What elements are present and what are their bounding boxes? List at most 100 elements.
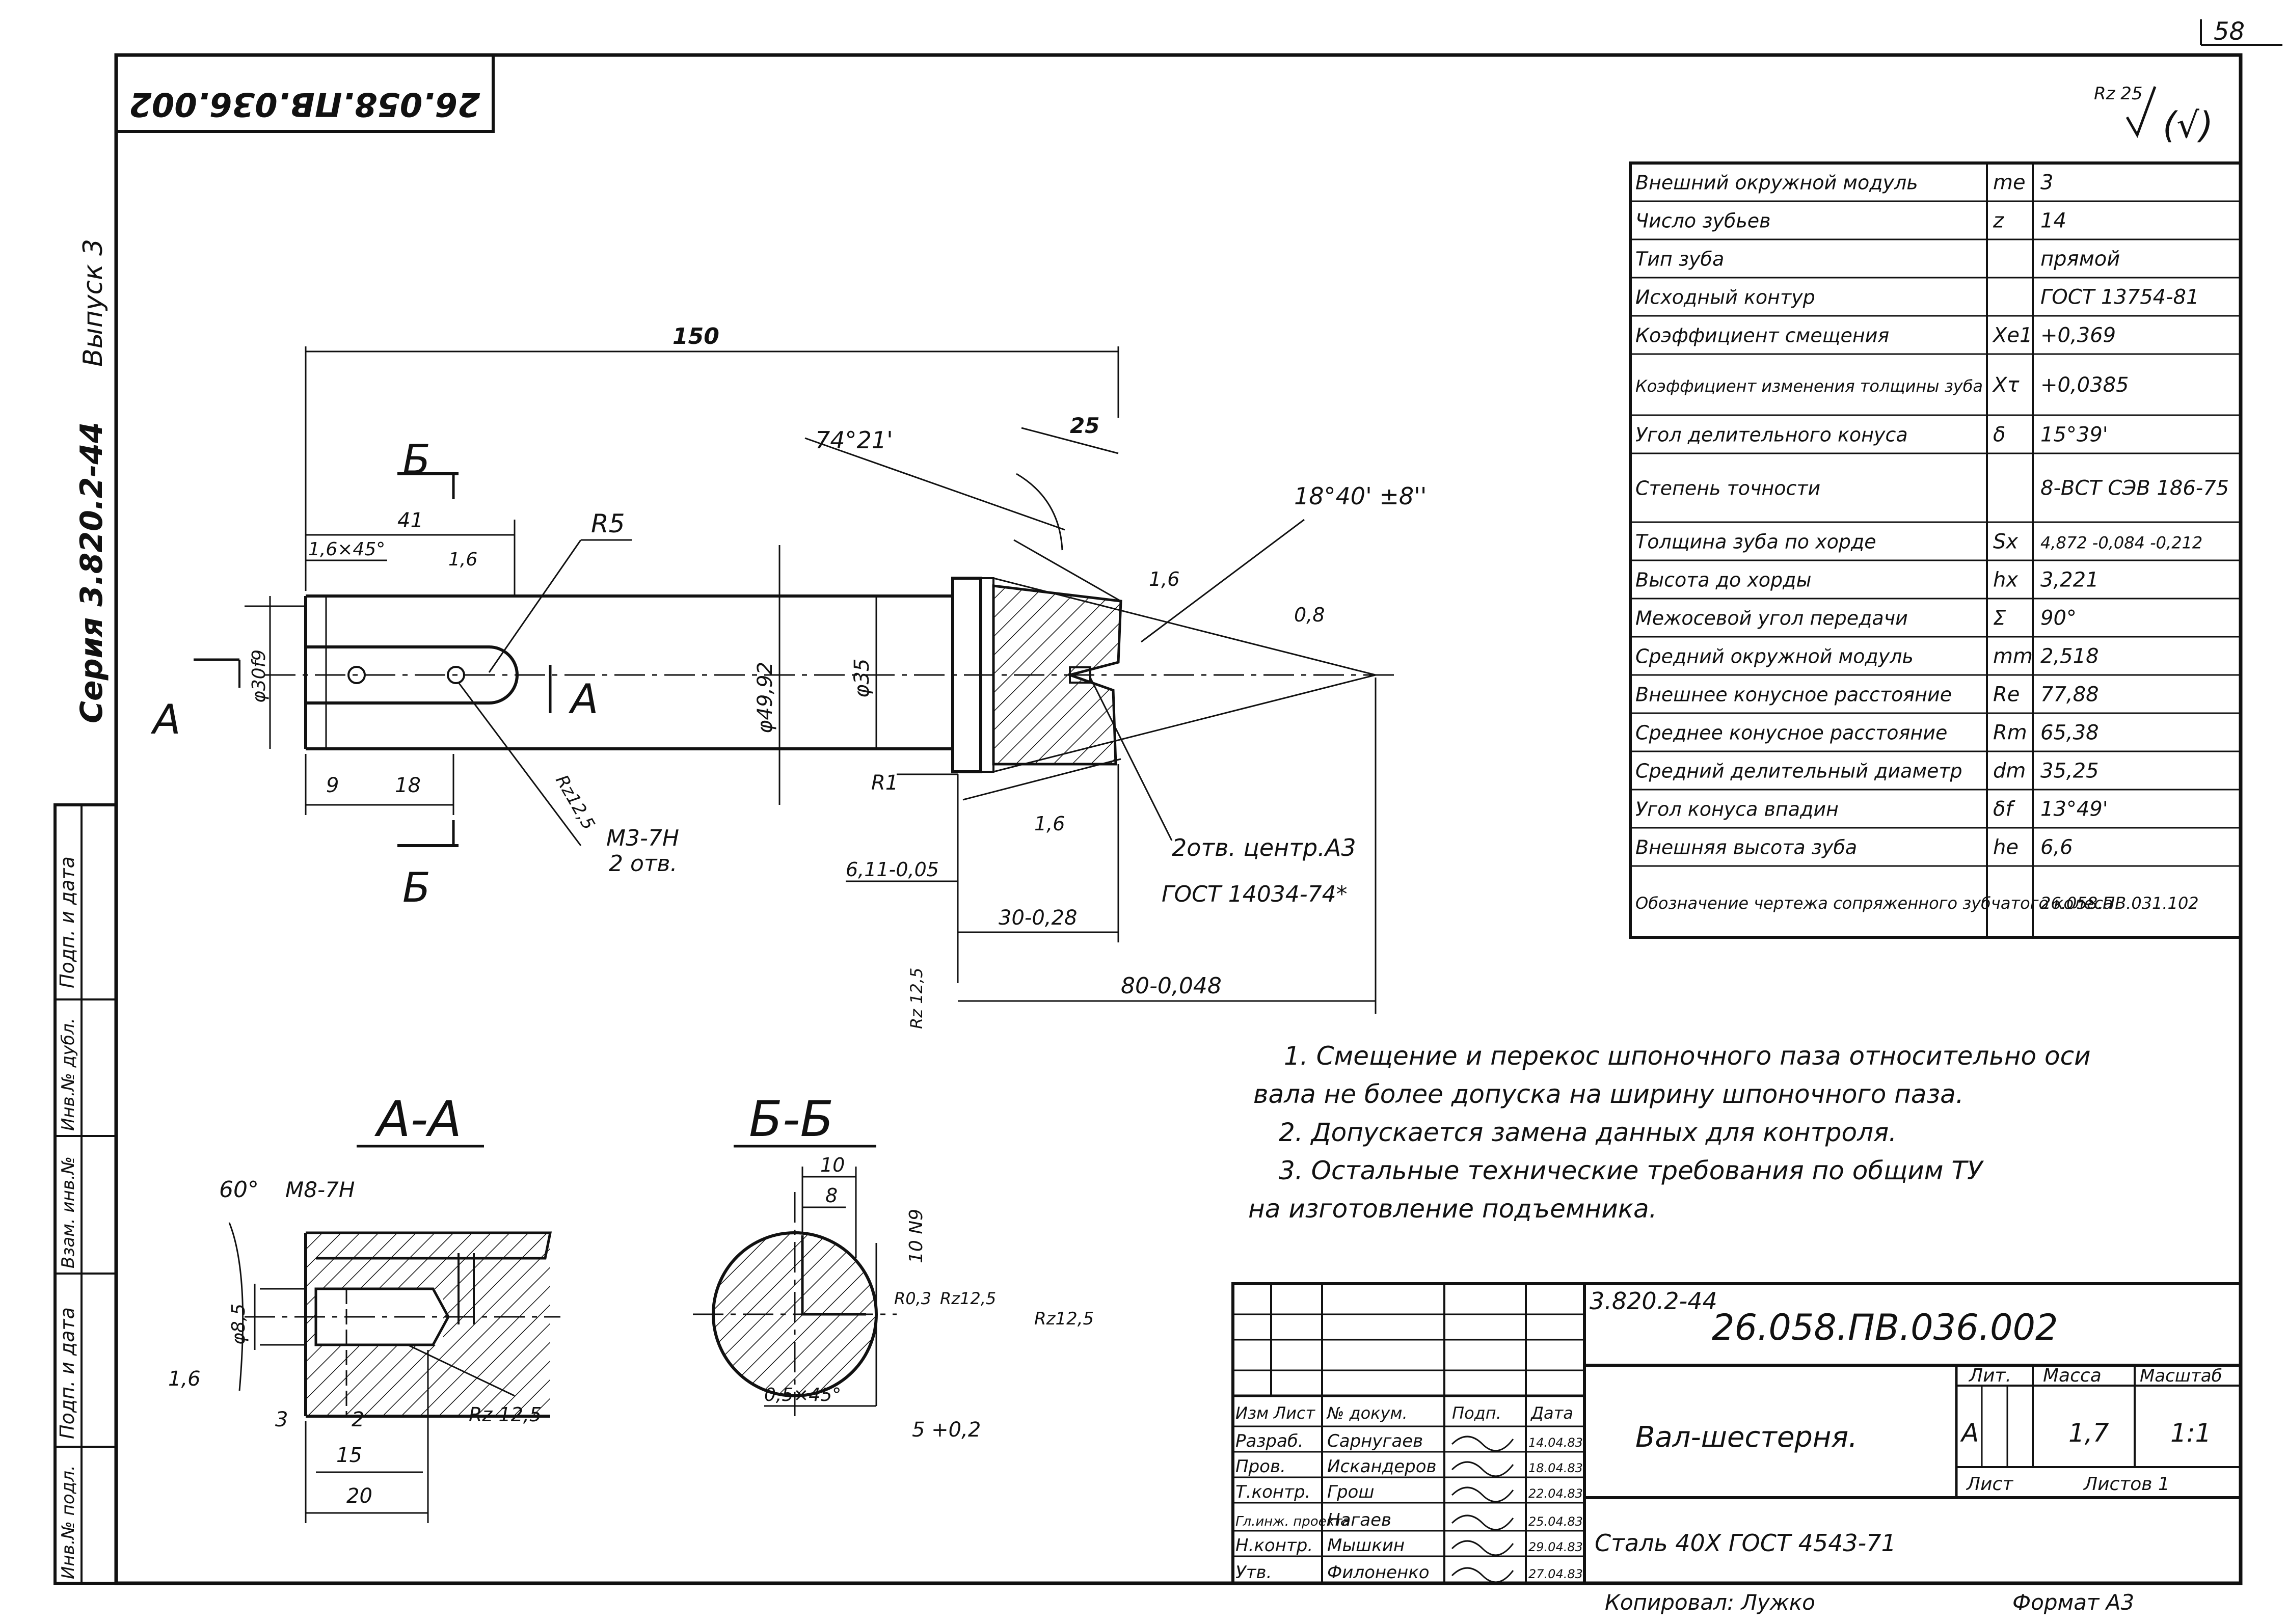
param-row: Внешняя высота зуба he 6,6 [1635, 836, 2073, 859]
note-line-3: 2. Допускается замена данных для контрол… [1279, 1118, 1897, 1147]
param-name: Среднее конусное расстояние [1635, 722, 1947, 744]
param-row: Обозначение чертежа сопряженного зубчато… [1635, 894, 2199, 913]
series-side-label: Серия 3.820.2-44 [74, 422, 110, 723]
param-name: Обозначение чертежа сопряженного зубчато… [1635, 894, 2113, 913]
tb-scale: 1:1 [2170, 1418, 2211, 1448]
param-value: 35,25 [2040, 760, 2099, 783]
thread-m3: М3-7Н [606, 825, 679, 851]
param-value: 14 [2040, 209, 2066, 233]
param-value: 26.058.ПВ.031.102 [2040, 894, 2199, 913]
tb-date: 27.04.83 [1528, 1567, 1583, 1581]
param-value: +0,369 [2040, 324, 2116, 347]
aa-rz: Rz 12,5 [469, 1403, 542, 1426]
param-symbol: Re [1993, 683, 2020, 707]
rough-0-8: 0,8 [1294, 604, 1325, 626]
tb-date: 22.04.83 [1528, 1486, 1583, 1501]
issue-side-label: Выпуск 3 [78, 239, 109, 367]
param-name: Средний окружной модуль [1635, 645, 1914, 668]
param-symbol: hx [1993, 569, 2018, 592]
dim-25: 25 [1070, 413, 1099, 438]
bb-dim-10: 10 [820, 1154, 845, 1176]
param-name: Внешняя высота зуба [1635, 836, 1857, 859]
signature-scribble [1451, 1540, 1514, 1556]
rough-1-6-b: 1,6 [1149, 568, 1179, 590]
signature-scribble [1451, 1514, 1514, 1531]
general-roughness-value: Rz 25 [2094, 84, 2143, 104]
signature-scribble [1451, 1461, 1514, 1477]
param-row: Средний окружной модуль mm 2,518 [1635, 645, 2099, 668]
param-name: Внешнее конусное расстояние [1635, 684, 1952, 706]
bb-dim-8: 8 [825, 1184, 838, 1207]
section-aa-view [245, 1231, 560, 1418]
tb-person: Грош [1327, 1482, 1374, 1502]
param-symbol: he [1993, 836, 2019, 859]
param-symbol: mm [1993, 645, 2033, 668]
tb-person: Сарнугаев [1327, 1431, 1423, 1451]
aa-dim-15: 15 [336, 1444, 362, 1467]
tb-role: Т.контр. [1235, 1482, 1310, 1502]
main-dimensions [194, 346, 1377, 1014]
bb-dim-10n9: 10 N9 [906, 1209, 927, 1263]
tb-hdr-sign: Подп. [1452, 1403, 1501, 1423]
bb-rz125-b: Rz12,5 [1034, 1309, 1094, 1329]
aa-angle-60: 60° [219, 1177, 259, 1203]
tb-person: Искандеров [1327, 1456, 1437, 1477]
dim-angle-7421: 74°21' [815, 426, 893, 454]
rough-rz125-b: Rz 12,5 [907, 968, 926, 1029]
param-value: 2,518 [2040, 645, 2099, 668]
note-line-1: 1. Смещение и перекос шпоночного паза от… [1284, 1041, 2091, 1071]
margin-orig-inv: Инв.№ подл. [58, 1465, 78, 1579]
margin-dup-inv: Инв.№ дубл. [58, 1018, 78, 1131]
designation-stamp: 26.058.ПВ.036.002 [129, 85, 480, 123]
param-symbol: dm [1993, 760, 2026, 783]
tb-role: Гл.инж. проекта [1235, 1514, 1350, 1529]
tb-material: Сталь 40Х ГОСТ 4543-71 [1595, 1529, 1896, 1557]
param-value: 3 [2040, 171, 2053, 195]
tb-sheet: Лист [1966, 1474, 2013, 1495]
section-mark-b-top: Б [402, 436, 431, 483]
param-symbol: Sx [1993, 530, 2018, 554]
bb-chamfer: 0,5×45° [764, 1385, 841, 1405]
param-value: 90° [2040, 607, 2077, 630]
dim-30: 30-0,28 [999, 906, 1077, 930]
margin-sign-date-1: Подп. и дата [56, 856, 78, 988]
section-aa-title: А-А [374, 1091, 462, 1148]
tb-designation: 26.058.ПВ.036.002 [1712, 1307, 2058, 1348]
param-value: 13°49' [2040, 798, 2108, 821]
section-mark-b-bottom: Б [402, 864, 431, 911]
param-value: 6,6 [2040, 836, 2073, 859]
param-value: ГОСТ 13754-81 [2040, 286, 2199, 309]
param-name: Тип зуба [1635, 248, 1724, 270]
param-value: 65,38 [2040, 721, 2099, 745]
param-name: Коэффициент изменения толщины зуба [1635, 376, 1983, 396]
dim-dia-35: φ35 [850, 659, 874, 698]
param-symbol: me [1993, 171, 2026, 195]
param-value: 15°39' [2040, 423, 2108, 447]
param-name: Степень точности [1635, 477, 1820, 500]
bb-rz125-a: Rz12,5 [940, 1289, 996, 1308]
dim-dia-4992: φ49,92 [754, 662, 777, 734]
section-bb-title: Б-Б [749, 1091, 833, 1148]
dim-80: 80-0,048 [1121, 973, 1222, 999]
tb-lit: А [1960, 1418, 1979, 1448]
dim-41: 41 [397, 509, 423, 532]
param-name: Внешний окружной модуль [1635, 172, 1918, 194]
dim-9: 9 [326, 774, 339, 797]
param-symbol: Σ [1993, 607, 2006, 630]
tb-name: Вал-шестерня. [1635, 1421, 1858, 1454]
section-mark-a-right: А [568, 675, 599, 723]
